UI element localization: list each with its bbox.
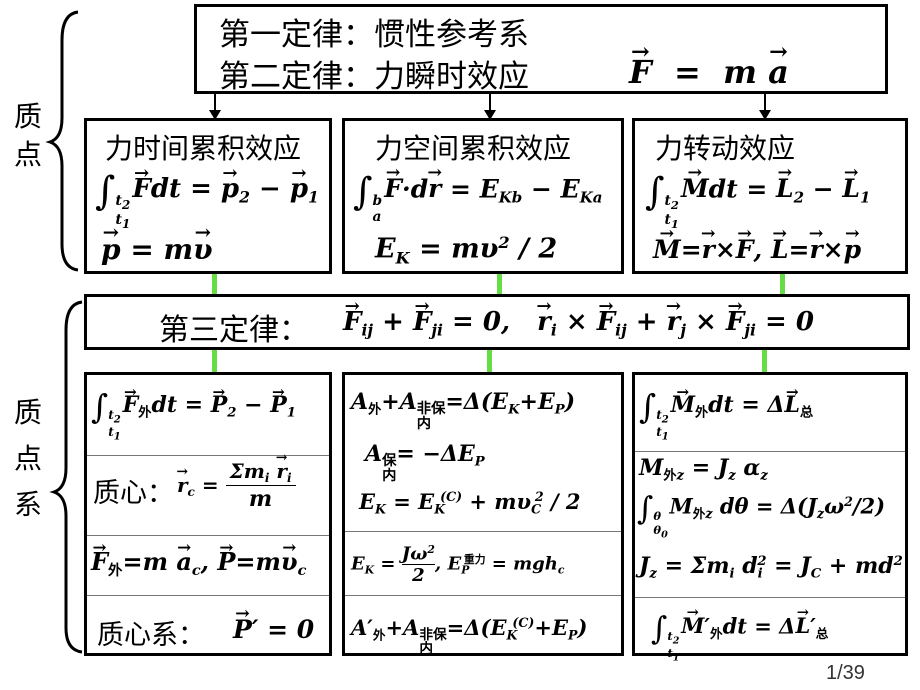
cm-system-formula: P′ = 0 [233, 615, 314, 644]
title-space-effect: 力空间累积效应 [375, 132, 572, 165]
angular-impulse-formula: ∫t2t1Mdt = L2 − L1 [645, 169, 870, 230]
internal-label-3: 内 [419, 640, 433, 657]
top-box-laws: 第一定律：惯性参考系 第二定律：力瞬时效应 F = m a [194, 4, 888, 95]
divider-3 [87, 595, 329, 596]
third-law-label: 第三定律： [159, 313, 309, 348]
arrow-to-col3 [759, 92, 771, 120]
internal-label-2: 内 [382, 467, 397, 484]
angular-total-2: 总 [815, 625, 829, 641]
system-impulse-formula: ∫t2t1F外dt = P2 − P1 [91, 387, 296, 443]
external-sub-2: 外 [108, 563, 123, 580]
torque-external-4: 外 [709, 625, 723, 641]
center-of-mass-formula: rc = Σmi ri m [177, 459, 296, 512]
parallel-axis-formula: Jz = Σmi di2 = JC + md2 [639, 553, 903, 582]
green-connector-1c [780, 272, 785, 294]
divider-4 [345, 531, 621, 532]
system-angular-impulse-formula: ∫t2t1M外dt = ΔL总 [639, 387, 814, 443]
cm-system-label: 质心系： [97, 620, 205, 651]
divider-5 [345, 595, 621, 596]
box-space-effect: 力空间累积效应 ∫baF·dr = EKb − EKa EK = mυ2 / 2 [342, 118, 624, 274]
green-connector-2a [212, 348, 217, 372]
momentum-definition: p = mυ [101, 233, 213, 266]
green-connector-2b [487, 348, 492, 372]
conservative-label: 保 [382, 453, 397, 470]
divider-6 [635, 451, 905, 452]
cm-angular-impulse-formula: ∫t2t1M′外dt = ΔL′总 [651, 611, 829, 663]
impulse-formula: ∫t2t1Fdt = p2 − p1 [95, 169, 319, 231]
arrow-to-col1 [209, 92, 221, 120]
box-system-momentum: ∫t2t1F外dt = P2 − P1 质心： rc = Σmi ri m F外… [84, 372, 332, 656]
brace-system [49, 300, 83, 654]
green-connector-2c [762, 348, 767, 372]
torque-external-3: 外 [692, 505, 706, 521]
kinetic-energy-formula: EK = mυ2 / 2 [375, 233, 558, 268]
brace-particle [45, 10, 79, 272]
newton-second-law-formula: F = m a [629, 53, 789, 91]
third-law-formula: Fij + Fji = 0, ri × Fij + rj × Fji = 0 [343, 307, 814, 339]
rotational-ke-formula: EK = Jω2 2 , EP重力 = mghc [351, 543, 565, 587]
work-external-2: 外 [372, 627, 386, 643]
nonconservative-label-2: 非保 [419, 627, 447, 644]
box-third-law: 第三定律： Fij + Fji = 0, ri × Fij + rj × Fji… [84, 294, 910, 350]
page-number: 1/39 [826, 662, 865, 684]
torque-angular-momentum-definition: M=r×F, L=r×p [653, 235, 861, 264]
internal-label: 内 [416, 415, 432, 432]
divider-1 [87, 455, 329, 456]
label-particle-system: 质 点 系 [14, 396, 43, 521]
law1-text: 第一定律：惯性参考系 [219, 17, 529, 53]
green-connector-1b [497, 272, 502, 294]
koenig-theorem-formula: EK = EK(C) + mυC2 / 2 [359, 489, 581, 517]
box-rotation-effect: 力转动效应 ∫t2t1Mdt = L2 − L1 M=r×F, L=r×p [632, 118, 908, 274]
gravity-label: 重力 [463, 553, 486, 567]
box-time-effect: 力时间累积效应 ∫t2t1Fdt = p2 − p1 p = mυ [84, 118, 332, 274]
external-sub: 外 [138, 405, 152, 421]
divider-7 [635, 597, 905, 598]
law2-text: 第二定律：力瞬时效应 [219, 59, 529, 95]
nonconservative-label: 非保 [416, 401, 446, 418]
label-particle: 质 点 [14, 100, 43, 171]
divider-2 [87, 535, 329, 536]
rotation-law-formula: M外z = Jz αz [639, 455, 768, 484]
torque-external-2: 外 [663, 468, 677, 484]
torque-external: 外 [694, 405, 709, 421]
work-external: 外 [368, 402, 382, 418]
angular-total: 总 [800, 405, 814, 421]
center-of-mass-label: 质心： [93, 478, 174, 509]
work-energy-formula: ∫baF·dr = EKb − EKa [353, 169, 602, 225]
green-connector-1a [212, 272, 217, 294]
title-time-effect: 力时间累积效应 [105, 132, 302, 165]
center-of-mass-motion-formula: F外=m ac, P=mυc [91, 547, 306, 580]
arrow-to-col2 [484, 92, 496, 120]
title-rotation-effect: 力转动效应 [655, 132, 796, 165]
